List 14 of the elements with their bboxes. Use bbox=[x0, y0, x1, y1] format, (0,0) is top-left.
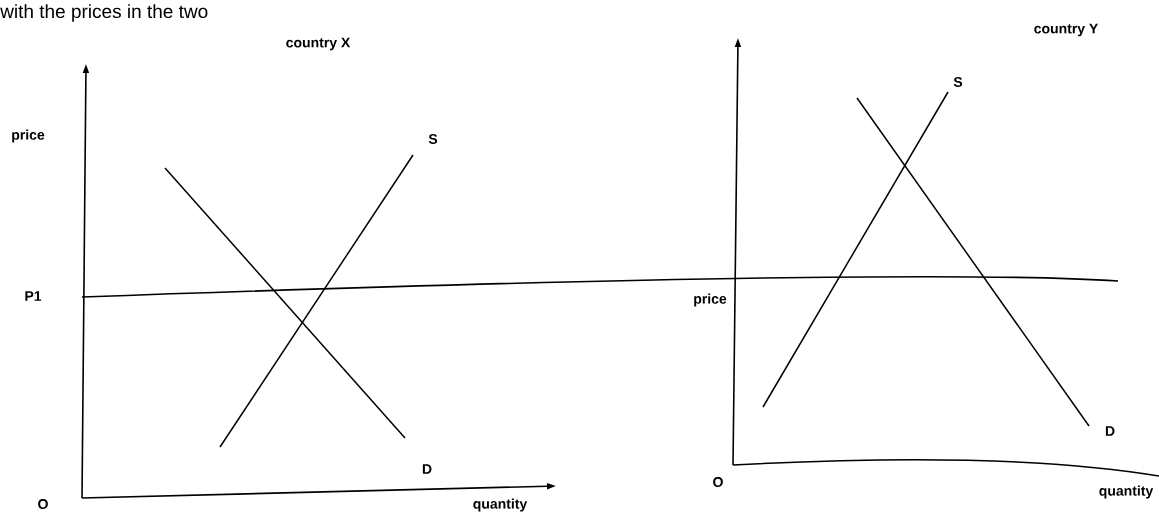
price-label: P1 bbox=[25, 291, 42, 301]
axis-label: price bbox=[12, 129, 45, 143]
curve-label: D bbox=[422, 464, 432, 474]
origin-label: O bbox=[713, 477, 723, 487]
axis-label: quantity bbox=[1099, 485, 1154, 499]
axis-label: price bbox=[694, 293, 727, 307]
curve-label: S bbox=[953, 77, 963, 87]
curve-label: S bbox=[428, 134, 438, 144]
heading: country X bbox=[286, 37, 351, 51]
heading: country Y bbox=[1034, 23, 1099, 37]
curve-label: D bbox=[1105, 426, 1115, 436]
origin-label: O bbox=[38, 499, 48, 509]
axis-label: quantity bbox=[473, 498, 528, 512]
sentence: with the prices in the two bbox=[0, 4, 208, 22]
